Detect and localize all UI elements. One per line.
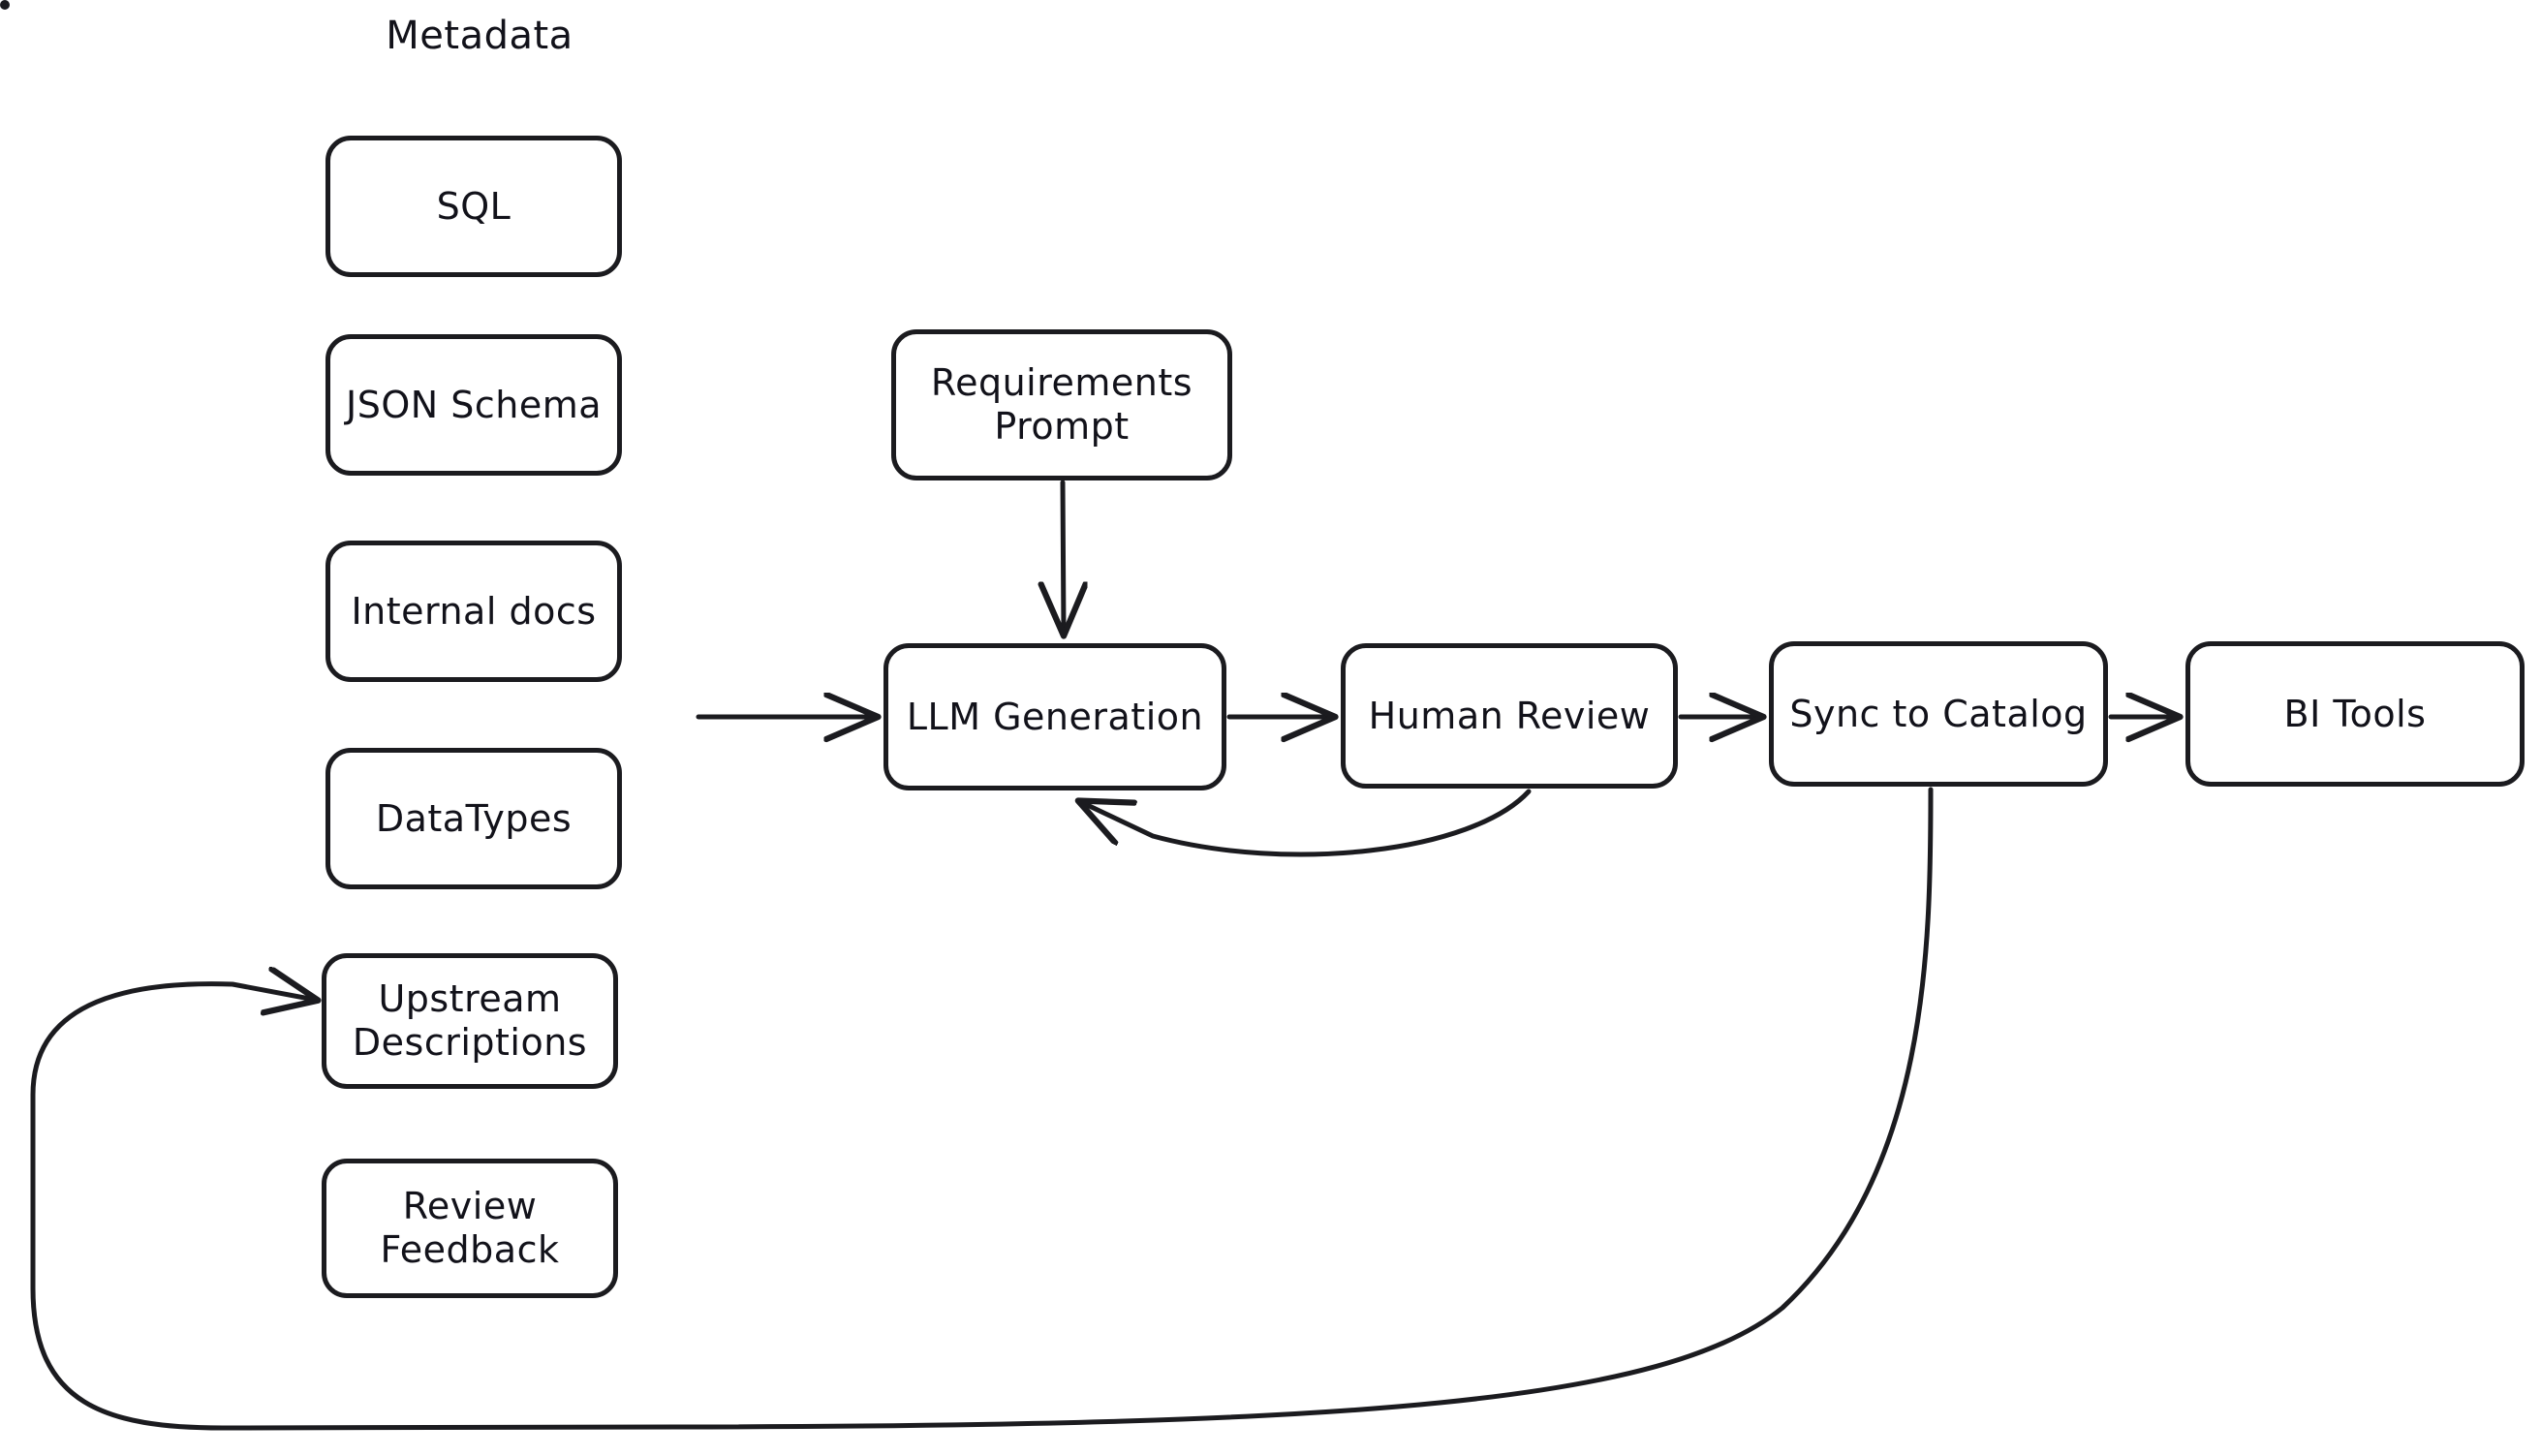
metadata-item-json-schema[interactable]: JSON Schema bbox=[325, 334, 622, 476]
metadata-group-label: Metadata bbox=[386, 14, 573, 58]
node-bi-tools[interactable]: BI Tools bbox=[2185, 641, 2525, 787]
metadata-item-datatypes[interactable]: DataTypes bbox=[325, 748, 622, 889]
metadata-item-sql[interactable]: SQL bbox=[325, 136, 622, 277]
node-llm-generation[interactable]: LLM Generation bbox=[883, 643, 1226, 790]
metadata-item-review-feedback[interactable]: Review Feedback bbox=[322, 1159, 618, 1298]
node-requirements-prompt[interactable]: Requirements Prompt bbox=[891, 329, 1232, 480]
edge-human-to-llm-feedback bbox=[1081, 789, 1532, 857]
metadata-group-container bbox=[0, 0, 10, 10]
edge-prompt-to-llm bbox=[1063, 480, 1064, 633]
node-human-review[interactable]: Human Review bbox=[1341, 643, 1678, 789]
edge-sync-to-upstream-loop bbox=[30, 787, 1934, 1431]
node-sync-to-catalog[interactable]: Sync to Catalog bbox=[1769, 641, 2108, 787]
metadata-item-internal-docs[interactable]: Internal docs bbox=[325, 541, 622, 682]
metadata-item-upstream-descriptions[interactable]: Upstream Descriptions bbox=[322, 953, 618, 1089]
